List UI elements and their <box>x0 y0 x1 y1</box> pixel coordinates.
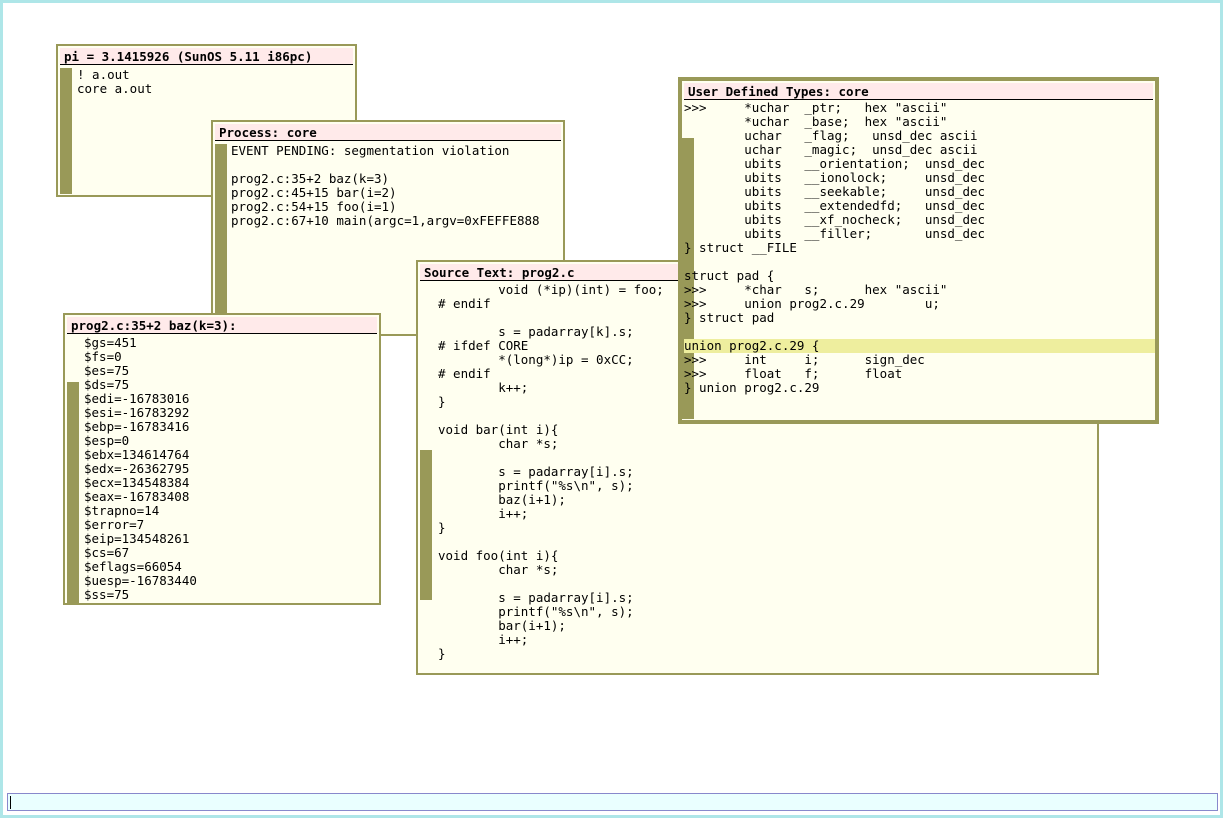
process-window-title[interactable]: Process: core <box>215 124 561 141</box>
main-window-title[interactable]: pi = 3.1415926 (SunOS 5.11 i86pc) <box>60 48 353 65</box>
text-line[interactable]: } <box>438 646 446 661</box>
text-line[interactable]: $edx=-26362795 <box>84 461 190 476</box>
source-window-scrollbar[interactable] <box>420 450 432 600</box>
text-line[interactable]: prog2.c:67+10 main(argc=1,argv=0xFEFFE88… <box>231 213 540 228</box>
text-line[interactable]: $error=7 <box>84 517 145 532</box>
text-line[interactable]: $eflags=66054 <box>84 559 182 574</box>
text-line[interactable] <box>438 577 1097 591</box>
text-line[interactable] <box>231 158 563 172</box>
text-line[interactable]: ubits __seekable; unsd_dec <box>684 184 986 199</box>
main-window-scrollbar[interactable] <box>60 68 72 194</box>
text-line[interactable]: $ebx=134614764 <box>84 447 190 462</box>
text-line[interactable]: $ds=75 <box>84 377 130 392</box>
text-line[interactable]: ubits __extendedfd; unsd_dec <box>684 198 986 213</box>
text-line[interactable]: # endif <box>438 366 491 381</box>
source-code-text[interactable]: void (*ip)(int) = foo;# endif s = padarr… <box>438 283 1097 661</box>
text-line[interactable]: >>> *uchar _ptr; hex "ascii" <box>684 100 948 115</box>
text-line[interactable]: ! a.out <box>77 67 130 82</box>
text-line[interactable]: >>> union prog2.c.29 u; <box>684 296 940 311</box>
text-line[interactable]: $gs=451 <box>84 335 137 350</box>
text-line[interactable]: printf("%s\n", s); <box>438 478 634 493</box>
text-line[interactable]: >>> int i; sign_dec <box>684 352 925 367</box>
text-line[interactable]: $eax=-16783408 <box>84 489 190 504</box>
process-window-scrollbar[interactable] <box>215 144 227 314</box>
text-line[interactable]: uchar _magic; unsd_dec ascii <box>684 142 978 157</box>
text-line[interactable]: prog2.c:35+2 baz(k=3) <box>231 171 390 186</box>
registers-window[interactable]: prog2.c:35+2 baz(k=3): $gs=451$fs=0$es=7… <box>63 313 381 605</box>
text-line[interactable]: k++; <box>438 380 529 395</box>
registers-window-title[interactable]: prog2.c:35+2 baz(k=3): <box>67 317 377 334</box>
text-line[interactable]: $ecx=134548384 <box>84 475 190 490</box>
command-input[interactable] <box>7 793 1218 811</box>
text-line[interactable] <box>438 451 1097 465</box>
types-text[interactable]: >>> *uchar _ptr; hex "ascii" *uchar _bas… <box>682 101 1155 395</box>
text-line[interactable]: ubits __ionolock; unsd_dec <box>684 170 986 185</box>
text-line[interactable]: } union prog2.c.29 <box>684 380 820 395</box>
text-line[interactable]: $trapno=14 <box>84 503 160 518</box>
types-window-title[interactable]: User Defined Types: core <box>684 83 1153 100</box>
text-line[interactable]: $esi=-16783292 <box>84 405 190 420</box>
text-line[interactable]: } <box>438 520 446 535</box>
text-line[interactable]: printf("%s\n", s); <box>438 604 634 619</box>
types-window[interactable]: User Defined Types: core >>> *uchar _ptr… <box>678 77 1159 424</box>
text-line[interactable]: >>> *char s; hex "ascii" <box>684 282 948 297</box>
text-line[interactable]: $uesp=-16783440 <box>84 573 197 588</box>
text-line[interactable]: s = padarray[k].s; <box>438 324 634 339</box>
text-line[interactable]: ubits __orientation; unsd_dec <box>684 156 986 171</box>
text-line[interactable]: prog2.c:54+15 foo(i=1) <box>231 199 397 214</box>
registers-text[interactable]: $gs=451$fs=0$es=75$ds=75$edi=-16783016$e… <box>84 336 379 602</box>
main-window[interactable]: pi = 3.1415926 (SunOS 5.11 i86pc) ! a.ou… <box>56 44 357 197</box>
text-line[interactable] <box>684 255 1155 269</box>
text-line[interactable]: i++; <box>438 506 529 521</box>
text-line[interactable]: *(long*)ip = 0xCC; <box>438 352 634 367</box>
text-cursor <box>10 796 11 809</box>
registers-window-scrollbar[interactable] <box>67 382 79 603</box>
text-line[interactable]: $edi=-16783016 <box>84 391 190 406</box>
text-line[interactable]: # endif <box>438 296 491 311</box>
text-line[interactable]: core a.out <box>77 81 153 96</box>
text-line[interactable]: *uchar _base; hex "ascii" <box>684 114 948 129</box>
text-line[interactable]: $cs=67 <box>84 545 130 560</box>
text-line[interactable]: ubits __filler; unsd_dec <box>684 226 986 241</box>
text-line[interactable]: $ebp=-16783416 <box>84 419 190 434</box>
text-line[interactable]: s = padarray[i].s; <box>438 464 634 479</box>
text-line[interactable]: void foo(int i){ <box>438 548 559 563</box>
highlighted-line[interactable]: union prog2.c.29 { <box>684 339 1155 353</box>
text-line[interactable]: bar(i+1); <box>438 618 566 633</box>
text-line[interactable]: prog2.c:45+15 bar(i=2) <box>231 185 397 200</box>
text-line[interactable]: $ss=75 <box>84 587 130 602</box>
text-line[interactable]: struct pad { <box>684 268 775 283</box>
text-line[interactable]: void (*ip)(int) = foo; <box>438 282 664 297</box>
text-line[interactable]: # ifdef CORE <box>438 338 529 353</box>
text-line[interactable]: >>> float f; float <box>684 366 903 381</box>
text-line[interactable]: char *s; <box>438 436 559 451</box>
text-line[interactable]: ubits __xf_nocheck; unsd_dec <box>684 212 986 227</box>
text-line[interactable]: char *s; <box>438 562 559 577</box>
text-line[interactable]: i++; <box>438 632 529 647</box>
text-line[interactable]: $eip=134548261 <box>84 531 190 546</box>
text-line[interactable]: uchar _flag; unsd_dec ascii <box>684 128 978 143</box>
text-line[interactable]: $esp=0 <box>84 433 130 448</box>
text-line[interactable]: EVENT PENDING: segmentation violation <box>231 143 510 158</box>
process-stack-text[interactable]: EVENT PENDING: segmentation violation pr… <box>231 144 563 228</box>
text-line[interactable]: } struct pad <box>684 310 775 325</box>
text-line[interactable]: $es=75 <box>84 363 130 378</box>
text-line[interactable] <box>684 325 1155 339</box>
text-line[interactable] <box>438 535 1097 549</box>
text-line[interactable]: s = padarray[i].s; <box>438 590 634 605</box>
text-line[interactable]: void bar(int i){ <box>438 422 559 437</box>
text-line[interactable]: } <box>438 394 446 409</box>
text-line[interactable]: baz(i+1); <box>438 492 566 507</box>
text-line[interactable]: } struct __FILE <box>684 240 797 255</box>
text-line[interactable]: $fs=0 <box>84 349 122 364</box>
